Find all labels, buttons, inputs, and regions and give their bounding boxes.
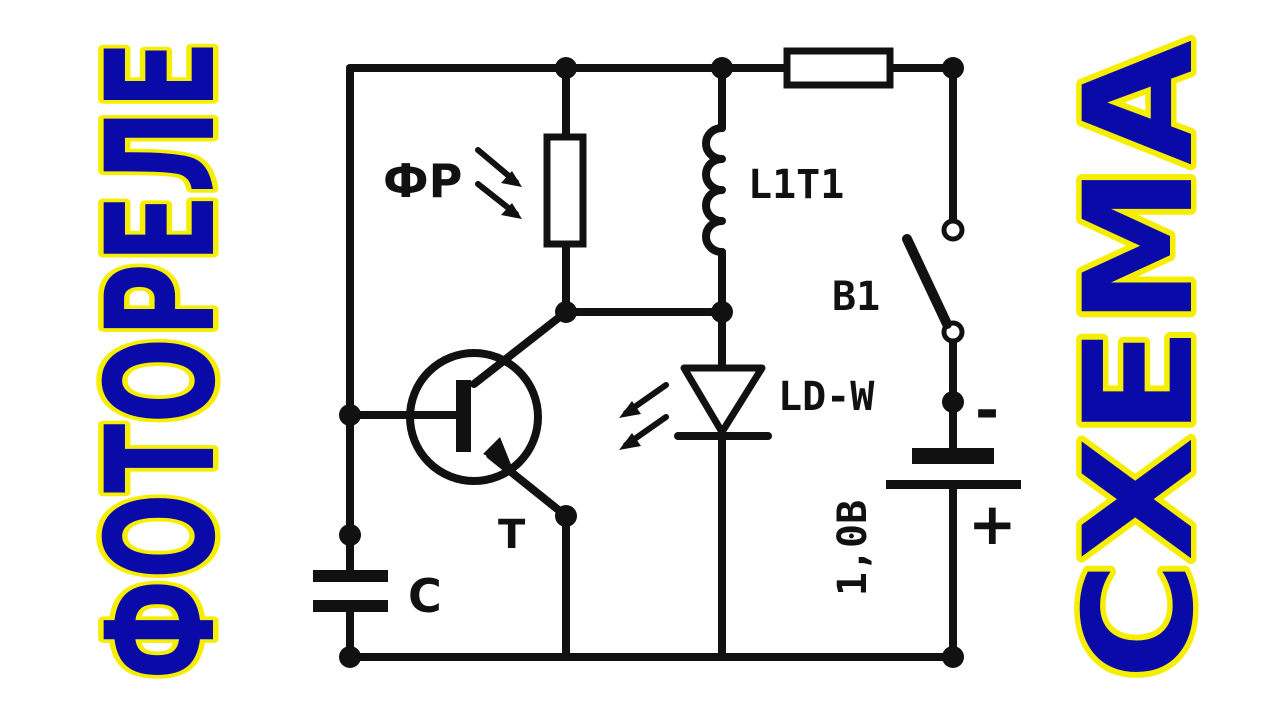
led-triangle xyxy=(680,364,766,436)
junction-dot xyxy=(711,57,733,79)
junction-dot xyxy=(555,505,577,527)
battery-positive-plate xyxy=(886,480,1021,489)
junction-dot xyxy=(711,301,733,323)
junction-dot xyxy=(942,391,964,413)
junction-dot xyxy=(339,404,361,426)
coil-label: L1T1 xyxy=(748,162,844,208)
battery-negative-plate xyxy=(912,448,994,464)
led: LD-W xyxy=(619,364,875,450)
transistor-circle xyxy=(406,349,542,485)
battery-voltage-label: 1,0B xyxy=(830,500,876,596)
transistor-base-bar xyxy=(456,380,471,452)
photoresistor-label: ФР xyxy=(383,154,462,208)
emitter-arrow-icon xyxy=(483,437,512,467)
switch-terminal-top xyxy=(941,218,965,242)
junctions xyxy=(339,57,964,668)
wire-collector xyxy=(470,308,570,388)
capacitor-plate-bottom xyxy=(313,600,388,612)
junction-dot xyxy=(339,524,361,546)
right-title: СХЕМА xyxy=(1053,40,1227,680)
resistor-symbol xyxy=(783,47,894,89)
capacitor: C xyxy=(313,569,442,623)
led-label: LD-W xyxy=(778,374,875,420)
switch-label: B1 xyxy=(832,274,880,320)
relay-coil: L1T1 xyxy=(702,124,844,256)
light-emission-icon xyxy=(619,382,669,450)
junction-dot xyxy=(339,646,361,668)
capacitor-label: C xyxy=(408,569,442,623)
transistor: T xyxy=(406,349,542,558)
battery-plus-sign: + xyxy=(968,490,1017,558)
coil-symbol xyxy=(702,124,726,256)
junction-dot xyxy=(942,57,964,79)
photoresistor-body xyxy=(543,133,587,248)
transistor-label: T xyxy=(498,512,526,558)
capacitor-plate-top xyxy=(313,570,388,582)
left-title: ФОТОРЕЛЕ xyxy=(75,40,249,680)
wire-emitter xyxy=(486,451,570,520)
switch-lever xyxy=(902,234,952,329)
light-arrows-icon xyxy=(475,147,522,219)
junction-dot xyxy=(942,646,964,668)
photoresistor: ФР xyxy=(383,133,587,248)
switch: B1 xyxy=(832,218,965,344)
battery: - + 1,0B xyxy=(830,376,1021,596)
junction-dot xyxy=(555,301,577,323)
battery-minus-sign: - xyxy=(975,376,999,444)
junction-dot xyxy=(555,57,577,79)
